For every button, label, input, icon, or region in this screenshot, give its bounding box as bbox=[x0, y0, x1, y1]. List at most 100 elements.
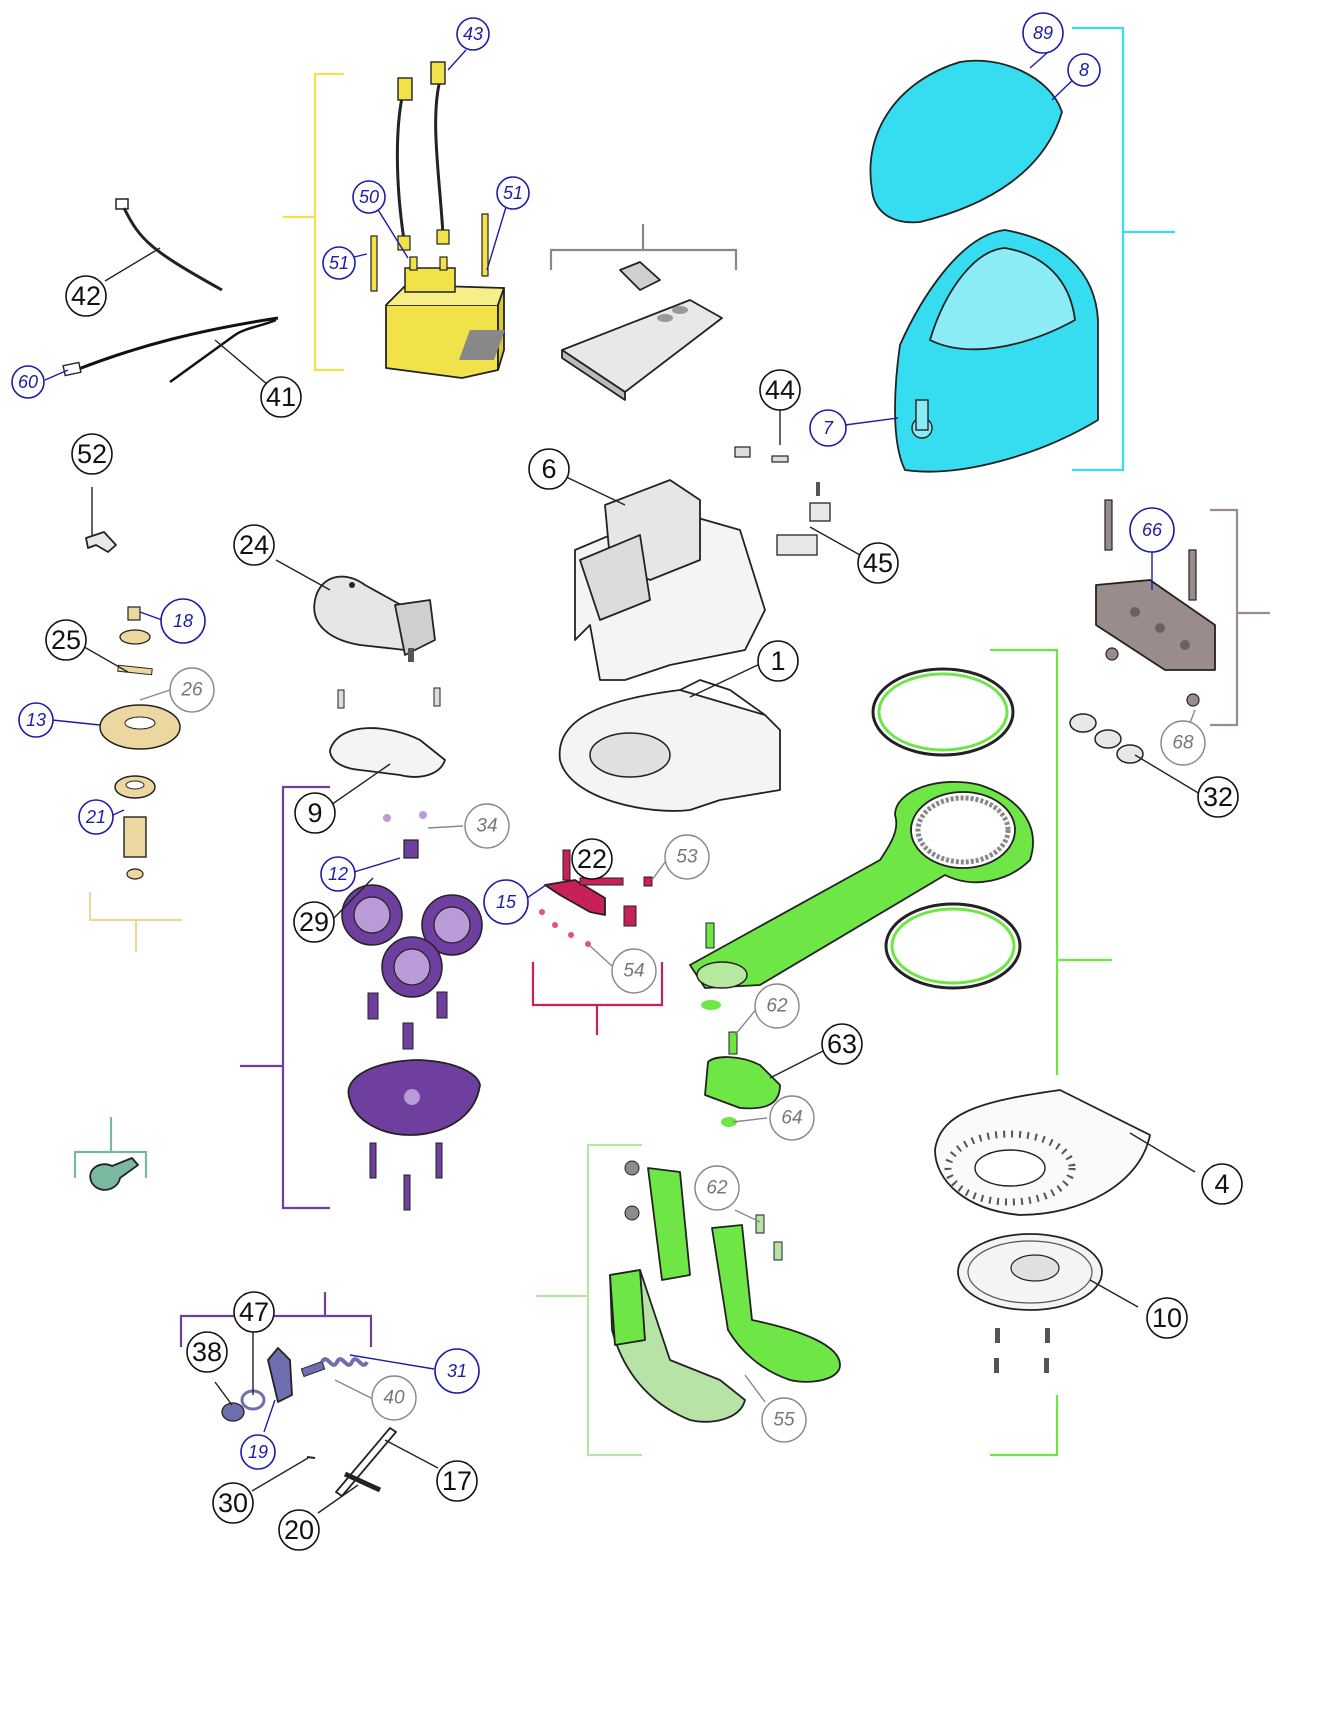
callout-45: 45 bbox=[857, 542, 899, 584]
svg-text:15: 15 bbox=[496, 892, 517, 912]
svg-text:9: 9 bbox=[307, 798, 322, 828]
bracket-base bbox=[990, 1395, 1059, 1457]
part-cam bbox=[539, 849, 653, 947]
callout-30: 30 bbox=[212, 1482, 254, 1524]
callout-89: 89 bbox=[1022, 12, 1064, 54]
callout-41: 41 bbox=[260, 376, 302, 418]
svg-text:62: 62 bbox=[766, 996, 788, 1017]
svg-text:20: 20 bbox=[284, 1515, 314, 1545]
bracket-bracket66 bbox=[1210, 508, 1270, 727]
svg-text:26: 26 bbox=[180, 680, 203, 701]
svg-text:7: 7 bbox=[823, 418, 834, 438]
callout-55: 55 bbox=[761, 1397, 807, 1443]
callout-60: 60 bbox=[11, 365, 45, 399]
callout-44: 44 bbox=[759, 369, 801, 411]
callout-10: 10 bbox=[1146, 1297, 1188, 1339]
part-cover-plate bbox=[957, 1233, 1103, 1373]
svg-text:54: 54 bbox=[623, 961, 644, 982]
part-clip-52 bbox=[85, 531, 117, 553]
svg-text:50: 50 bbox=[359, 187, 379, 207]
svg-text:63: 63 bbox=[827, 1029, 857, 1059]
callout-19: 19 bbox=[240, 1434, 276, 1470]
callout-bubbles: 42 41 44 6 45 1 52 24 25 32 9 22 29 63 4… bbox=[11, 12, 1243, 1551]
part-wire-60 bbox=[62, 316, 279, 384]
callout-12: 12 bbox=[320, 856, 356, 892]
part-link-63 bbox=[704, 1031, 781, 1127]
svg-text:31: 31 bbox=[447, 1361, 467, 1381]
bracket-transformer bbox=[283, 72, 344, 372]
part-gear-train bbox=[341, 811, 483, 1211]
callout-24: 24 bbox=[233, 524, 275, 566]
callout-9: 9 bbox=[294, 792, 336, 834]
callout-17: 17 bbox=[436, 1460, 478, 1502]
callout-43: 43 bbox=[456, 17, 490, 51]
svg-text:66: 66 bbox=[1142, 520, 1163, 540]
svg-text:25: 25 bbox=[51, 625, 81, 655]
svg-text:64: 64 bbox=[781, 1108, 802, 1129]
callout-32: 32 bbox=[1197, 776, 1239, 818]
svg-text:13: 13 bbox=[26, 710, 46, 730]
svg-text:52: 52 bbox=[77, 439, 107, 469]
callout-7: 7 bbox=[809, 409, 847, 447]
leader-lines bbox=[44, 49, 1206, 1514]
svg-text:34: 34 bbox=[476, 816, 497, 837]
svg-text:43: 43 bbox=[463, 24, 483, 44]
svg-text:42: 42 bbox=[71, 281, 101, 311]
callout-62a: 62 bbox=[754, 983, 800, 1029]
part-seals bbox=[871, 667, 1022, 990]
bracket-key bbox=[73, 1117, 148, 1178]
bracket-cam bbox=[531, 962, 664, 1035]
svg-text:51: 51 bbox=[329, 253, 349, 273]
svg-text:18: 18 bbox=[173, 611, 193, 631]
callout-34: 34 bbox=[464, 803, 510, 849]
group-brackets bbox=[73, 26, 1270, 1457]
callout-62b: 62 bbox=[694, 1165, 740, 1211]
part-release-mechanism bbox=[221, 1347, 397, 1497]
svg-text:21: 21 bbox=[85, 807, 106, 827]
svg-text:32: 32 bbox=[1203, 782, 1233, 812]
part-brackets bbox=[609, 1160, 841, 1423]
svg-text:45: 45 bbox=[863, 548, 893, 578]
callout-64: 64 bbox=[769, 1095, 815, 1141]
bracket-arm bbox=[990, 648, 1112, 1075]
callout-25: 25 bbox=[45, 619, 87, 661]
svg-text:6: 6 bbox=[541, 454, 556, 484]
part-drive-gear bbox=[99, 606, 181, 880]
callout-40: 40 bbox=[371, 1375, 417, 1421]
part-gear-plate bbox=[329, 687, 446, 778]
callout-42: 42 bbox=[65, 275, 107, 317]
svg-text:1: 1 bbox=[770, 646, 785, 676]
callout-6: 6 bbox=[528, 448, 570, 490]
svg-text:12: 12 bbox=[328, 864, 348, 884]
callout-68: 68 bbox=[1160, 720, 1206, 766]
callout-66: 66 bbox=[1129, 507, 1175, 553]
callout-15: 15 bbox=[483, 879, 529, 925]
callout-54: 54 bbox=[611, 948, 657, 994]
svg-text:68: 68 bbox=[1172, 733, 1194, 754]
svg-text:41: 41 bbox=[266, 382, 296, 412]
svg-text:4: 4 bbox=[1214, 1169, 1229, 1199]
callout-31: 31 bbox=[434, 1348, 480, 1394]
part-key bbox=[89, 1157, 139, 1191]
bracket-release bbox=[179, 1292, 373, 1347]
part-motor bbox=[313, 575, 436, 662]
svg-text:38: 38 bbox=[192, 1337, 222, 1367]
callout-1: 1 bbox=[757, 640, 799, 682]
svg-text:29: 29 bbox=[299, 907, 329, 937]
svg-text:40: 40 bbox=[383, 1388, 405, 1409]
svg-text:22: 22 bbox=[577, 844, 607, 874]
bracket-gear-train bbox=[240, 785, 330, 1210]
callout-47: 47 bbox=[233, 1291, 275, 1333]
part-top-cover bbox=[869, 59, 1063, 224]
callout-20: 20 bbox=[278, 1509, 320, 1551]
bracket-control-board bbox=[549, 224, 738, 270]
bracket-cover bbox=[1072, 26, 1175, 472]
callout-52: 52 bbox=[71, 433, 113, 475]
callout-8: 8 bbox=[1067, 53, 1101, 87]
callout-29: 29 bbox=[293, 901, 335, 943]
part-washers bbox=[1069, 713, 1144, 764]
bracket-brackets bbox=[536, 1143, 642, 1457]
svg-text:60: 60 bbox=[18, 372, 38, 392]
svg-text:30: 30 bbox=[218, 1488, 248, 1518]
part-arm bbox=[689, 781, 1034, 1010]
